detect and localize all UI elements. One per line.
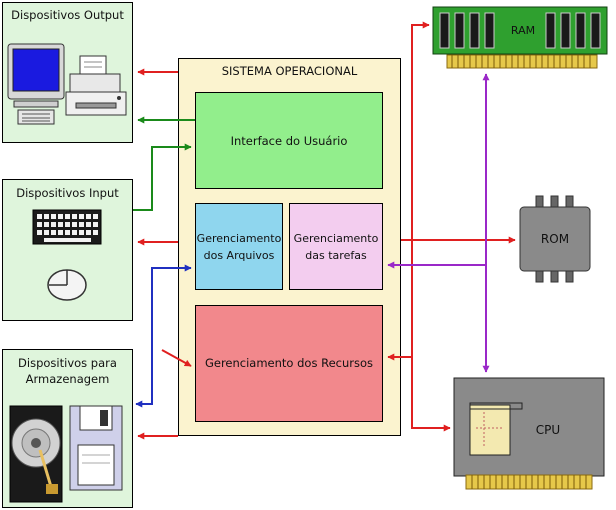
- keyboard-icon: [32, 209, 102, 245]
- red-connectors-right: [387, 21, 516, 432]
- file-management-label-line1: Gerenciamento: [196, 232, 282, 245]
- blue-connector: [135, 264, 192, 408]
- floppy-disk-icon: [69, 405, 123, 491]
- hard-disk-icon: [9, 405, 63, 503]
- os-title: SISTEMA OPERACIONAL: [221, 64, 358, 78]
- task-management-label-line1: Gerenciamento: [293, 232, 379, 245]
- resource-management-box: [195, 305, 383, 422]
- ram-label: RAM: [510, 24, 536, 37]
- mouse-icon: [47, 269, 87, 301]
- user-interface-label: Interface do Usuário: [230, 134, 348, 148]
- green-connectors: [133, 116, 195, 211]
- printer-icon: [65, 55, 127, 116]
- rom-label: ROM: [540, 232, 570, 246]
- red-connectors-left: [137, 68, 192, 440]
- input-devices-title: Dispositivos Input: [16, 186, 119, 200]
- output-devices-title: Dispositivos Output: [11, 8, 124, 22]
- storage-devices-title-line1: Dispositivos para: [18, 356, 117, 370]
- purple-connectors: [387, 73, 490, 373]
- file-management-label-line2: dos Arquivos: [203, 249, 275, 262]
- storage-devices-title-line2: Armazenagem: [25, 372, 110, 386]
- file-management-box: [195, 203, 283, 290]
- user-interface-box: [195, 92, 383, 189]
- ram-module-icon: [432, 6, 608, 69]
- cpu-icon: [453, 377, 605, 490]
- rom-chip-icon: [519, 195, 591, 283]
- task-management-label-line2: das tarefas: [305, 249, 367, 262]
- task-management-box: [289, 203, 383, 290]
- cpu-label: CPU: [535, 423, 561, 437]
- monitor-icon: [7, 43, 65, 125]
- resource-management-label: Gerenciamento dos Recursos: [204, 356, 374, 370]
